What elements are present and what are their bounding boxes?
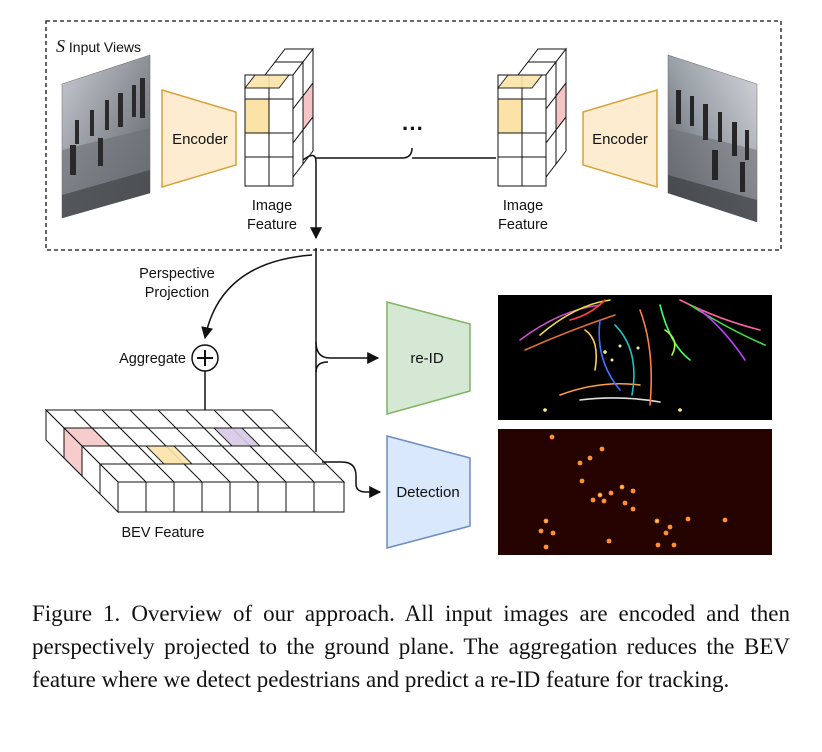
encoder-left: Encoder bbox=[161, 88, 237, 189]
merge-arrows bbox=[302, 147, 496, 240]
figure-caption: Figure 1. Overview of our approach. All … bbox=[32, 601, 790, 692]
camera-view-right bbox=[667, 54, 758, 223]
image-feature-cube-right bbox=[496, 47, 568, 187]
projection-arrow bbox=[201, 254, 313, 340]
input-views-label: S Input Views bbox=[56, 36, 141, 56]
input-views-box bbox=[45, 20, 782, 251]
svg-text:Encoder: Encoder bbox=[172, 131, 228, 148]
reid-head: re-ID bbox=[386, 301, 471, 415]
overview-diagram: S Input Views Encoder Encoder bbox=[44, 20, 782, 555]
detection-head: Detection bbox=[386, 435, 471, 549]
ellipsis: ··· bbox=[402, 116, 424, 141]
svg-text:Detection: Detection bbox=[396, 484, 459, 501]
reid-output-image bbox=[498, 295, 772, 420]
svg-text:re-ID: re-ID bbox=[410, 350, 444, 367]
head-arrows bbox=[315, 248, 382, 498]
svg-text:Encoder: Encoder bbox=[592, 131, 648, 148]
detection-heatmap-image bbox=[498, 429, 772, 555]
aggregate-node bbox=[191, 344, 219, 372]
bev-feature-grid bbox=[44, 408, 346, 514]
encoder-right: Encoder bbox=[582, 88, 658, 189]
image-feature-cube-left bbox=[243, 47, 315, 187]
bev-feature-label: BEV Feature bbox=[121, 525, 204, 541]
aggregate-label: Aggregate bbox=[119, 351, 186, 367]
camera-view-left bbox=[61, 54, 151, 219]
